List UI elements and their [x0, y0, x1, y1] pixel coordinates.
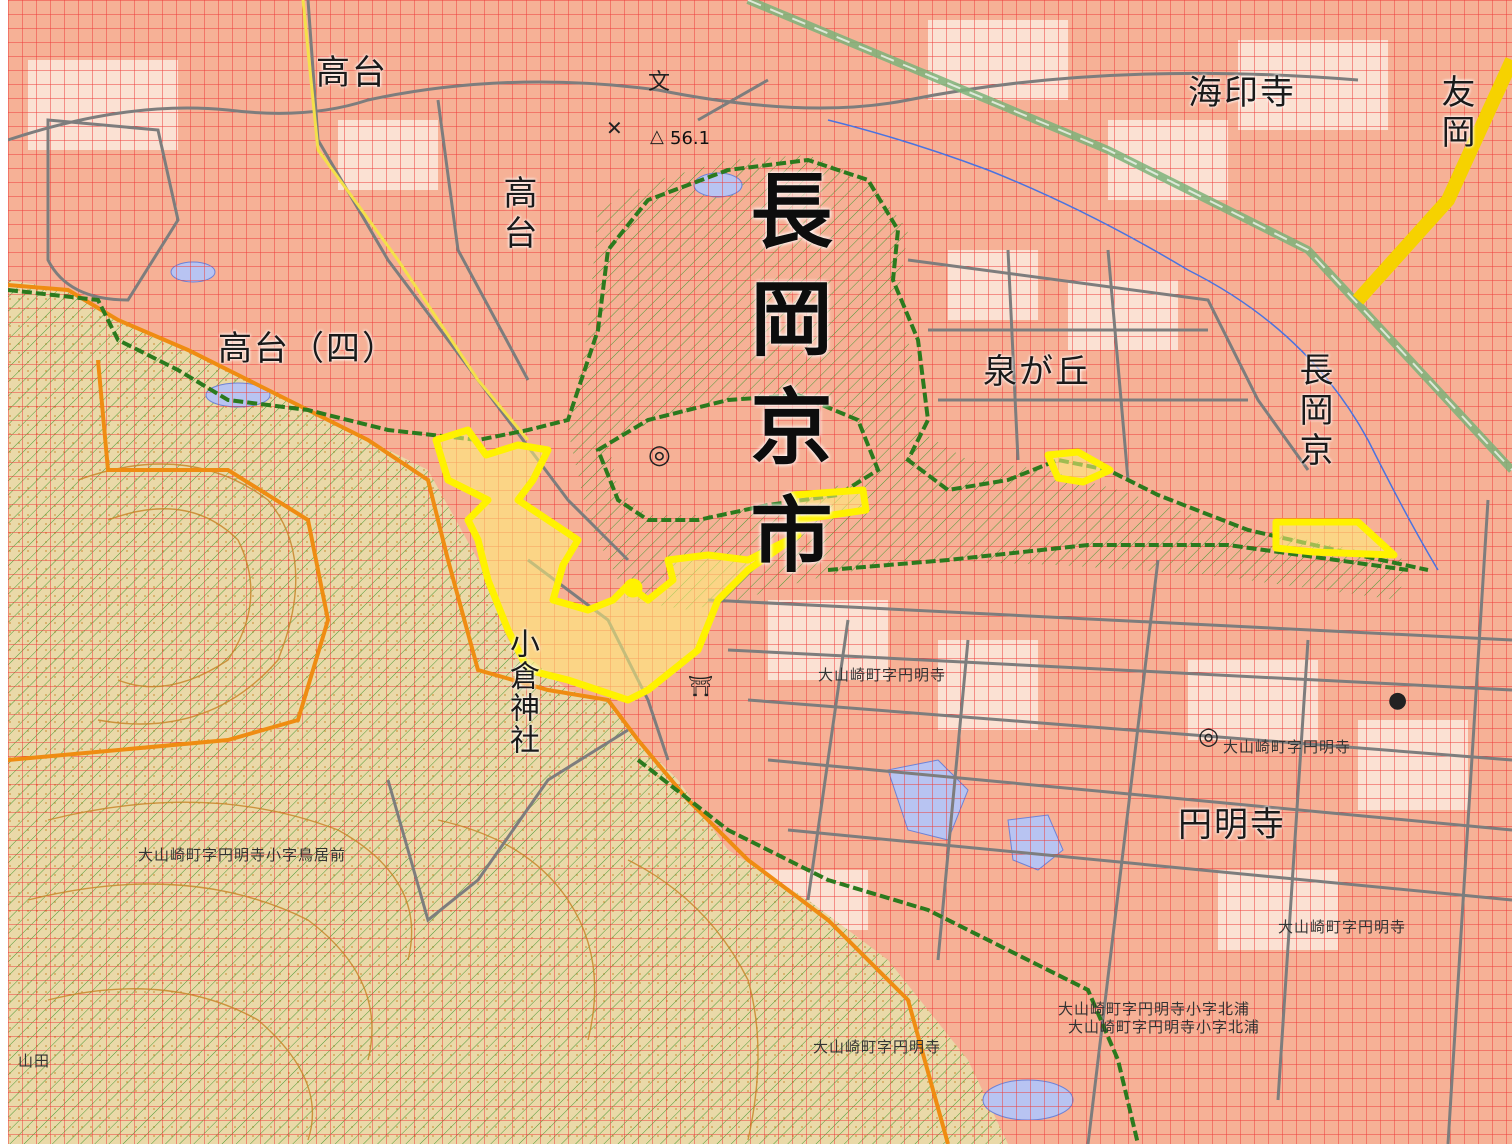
- shrine-icon: ⛩: [688, 674, 714, 698]
- highway: [1352, 57, 1512, 305]
- label-edge: 山田: [18, 1052, 51, 1070]
- label-takadai-nw: 高台: [316, 53, 388, 93]
- post-office-icon: ●: [1388, 688, 1408, 713]
- school-icon: 文: [648, 70, 671, 95]
- map-canvas[interactable]: [8, 0, 1512, 1144]
- label-takadai-4: 高台（四）: [218, 329, 398, 369]
- label-nagaokakyo-east: 長岡京: [1293, 352, 1333, 472]
- national-road: [301, 0, 530, 441]
- label-district-2: 大山崎町字円明寺: [1223, 738, 1352, 756]
- label-district-3: 大山崎町字円明寺: [1278, 918, 1407, 936]
- label-district-6: 大山崎町字円明寺小字鳥居前: [138, 846, 347, 864]
- label-district-7: 大山崎町字円明寺: [813, 1038, 942, 1056]
- contour-lines: [27, 463, 759, 1141]
- label-shrine: 小倉神社: [504, 628, 539, 756]
- roads: [8, 0, 1512, 1144]
- label-senboku: 泉が丘: [983, 352, 1091, 392]
- label-elevation: 56.1: [670, 128, 711, 149]
- highlight-areas: [432, 426, 1398, 704]
- river: [827, 119, 1439, 571]
- label-takadai-vertical: 高台: [497, 175, 537, 255]
- label-kaimyoji: 海印寺: [1188, 73, 1296, 113]
- label-district-1: 大山崎町字円明寺: [818, 666, 947, 684]
- temple-icon: ◎: [1198, 722, 1219, 750]
- label-enmyoji: 円明寺: [1178, 805, 1286, 845]
- boundary-orange: [8, 283, 950, 1144]
- grid-overlay: [8, 0, 1512, 1144]
- government-office-icon: ◎: [648, 440, 671, 470]
- police-icon: ✕: [606, 116, 623, 140]
- label-district-4: 大山崎町字円明寺小字北浦: [1058, 1000, 1251, 1018]
- label-tomooka: 友岡: [1435, 74, 1475, 154]
- label-nagaokakyo-city: 長岡京市: [736, 168, 831, 600]
- benchmark-icon: △: [650, 126, 664, 147]
- label-district-5: 大山崎町字円明寺小字北浦: [1068, 1018, 1261, 1036]
